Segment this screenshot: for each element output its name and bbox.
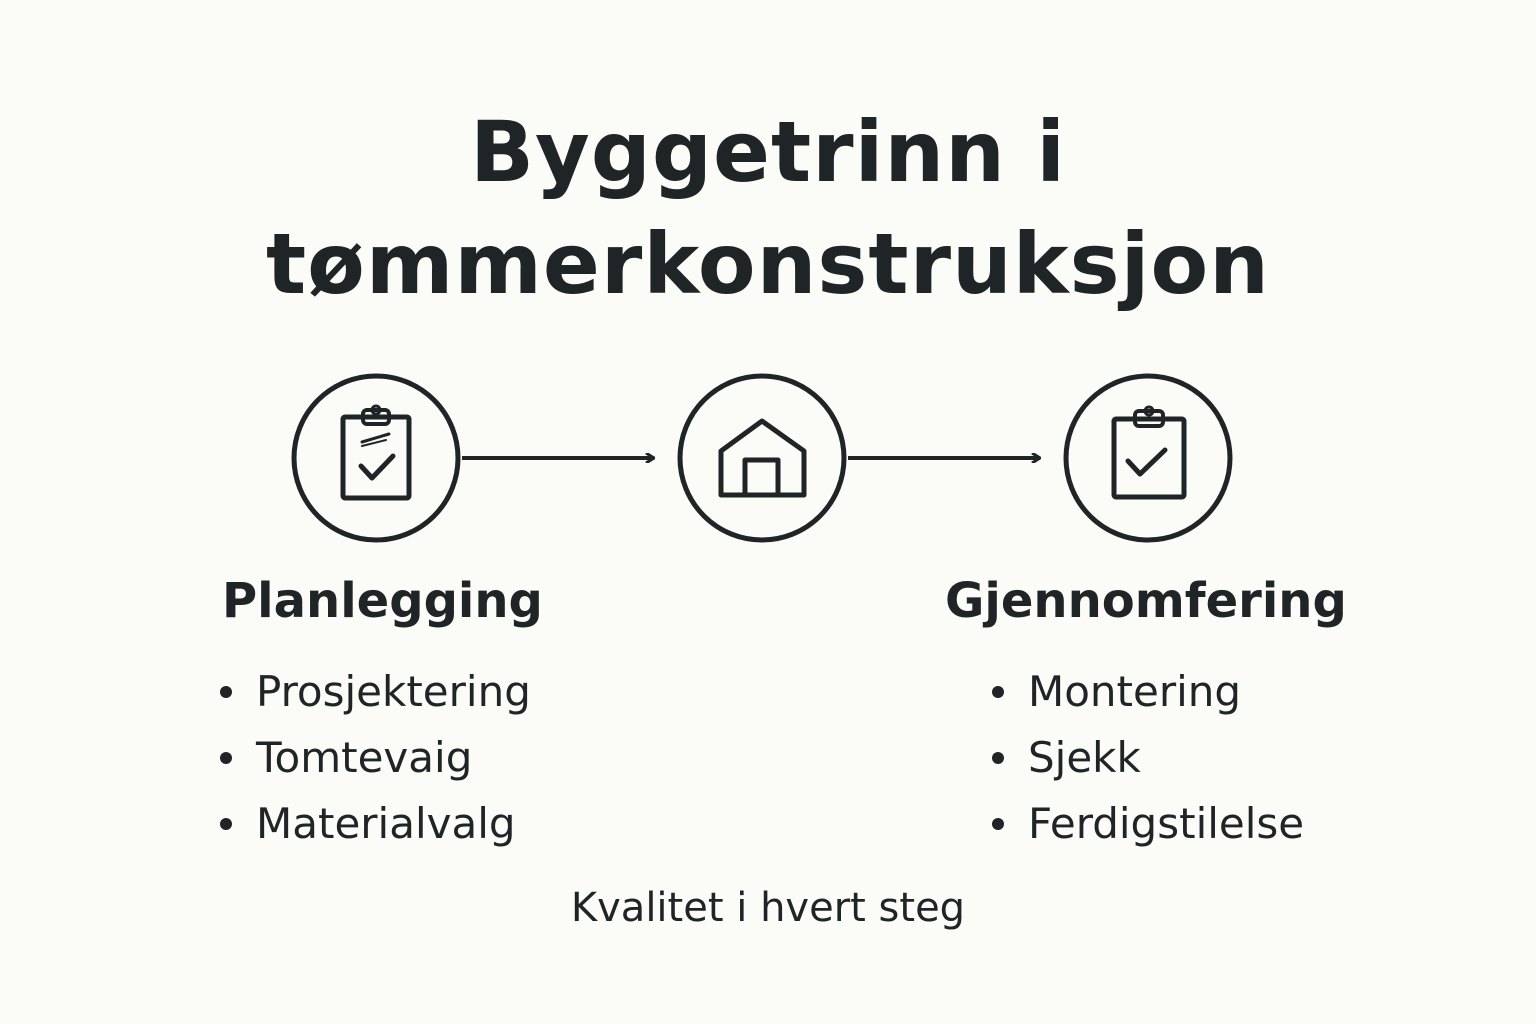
bullet-icon <box>992 752 1004 764</box>
list-item: Tomtevaig <box>218 734 531 800</box>
list-item-label: Ferdigstilelse <box>1028 799 1305 848</box>
footer-tagline: Kvalitet i hvert steg <box>570 885 966 931</box>
execution-heading: Gjennomfering <box>945 573 1347 629</box>
clipboard-check-icon <box>1111 405 1187 500</box>
list-item: Materialvalg <box>218 800 531 866</box>
execution-list: Montering Sjekk Ferdigstilelse <box>990 668 1304 866</box>
list-item-label: Tomtevaig <box>256 733 473 782</box>
step-construction-node <box>677 373 847 543</box>
bullet-icon <box>992 818 1004 830</box>
planning-list: Prosjektering Tomtevaig Materialvalg <box>218 668 531 866</box>
list-item-label: Sjekk <box>1028 733 1141 782</box>
bullet-icon <box>992 686 1004 698</box>
diagram-title-line-1: Byggetrinn i <box>469 103 1067 201</box>
list-item: Montering <box>990 668 1304 734</box>
list-item: Sjekk <box>990 734 1304 800</box>
bullet-icon <box>220 752 232 764</box>
bullet-icon <box>220 818 232 830</box>
list-item-label: Prosjektering <box>256 667 531 716</box>
bullet-icon <box>220 686 232 698</box>
list-item-label: Montering <box>1028 667 1242 716</box>
list-item: Ferdigstilelse <box>990 800 1304 866</box>
house-icon <box>718 418 807 498</box>
step-execution-node <box>1063 373 1233 543</box>
planning-heading: Planlegging <box>222 573 543 629</box>
diagram-title-line-2: tømmerkonstruksjon <box>266 215 1270 313</box>
list-item-label: Materialvalg <box>256 799 516 848</box>
list-item: Prosjektering <box>218 668 531 734</box>
step-planning-node <box>291 373 461 543</box>
clipboard-check-icon <box>340 404 412 501</box>
